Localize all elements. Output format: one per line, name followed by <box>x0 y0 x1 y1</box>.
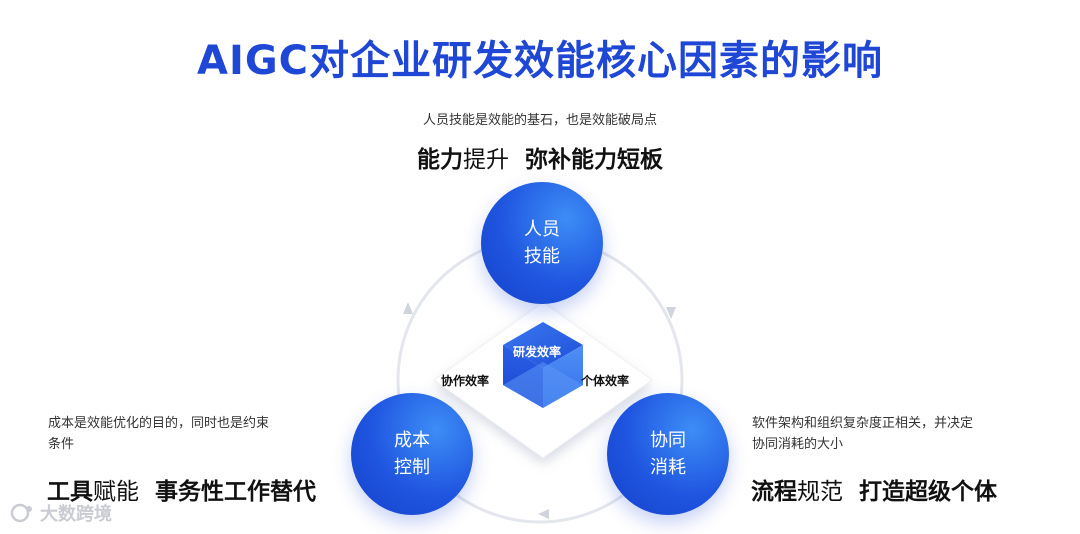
watermark-text: 大数跨境 <box>40 500 112 526</box>
center-left-label: 协作效率 <box>441 372 489 389</box>
circle-collab-cost: 协同 消耗 <box>607 393 729 515</box>
circle-people-skills-line2: 技能 <box>524 243 560 270</box>
circle-people-skills: 人员 技能 <box>481 182 603 304</box>
circle-cost-control-line1: 成本 <box>394 427 430 454</box>
circle-cost-control-line2: 控制 <box>394 454 430 481</box>
circle-collab-cost-line2: 消耗 <box>650 454 686 481</box>
watermark: 大数跨境 <box>10 500 112 526</box>
circle-cost-control: 成本 控制 <box>351 393 473 515</box>
cycle-arrow-bottom <box>538 509 549 519</box>
circle-people-skills-line1: 人员 <box>524 216 560 243</box>
circle-collab-cost-line1: 协同 <box>650 427 686 454</box>
cycle-arrow-left <box>403 302 413 314</box>
center-title: 研发效率 <box>513 343 561 360</box>
center-right-label: 个体效率 <box>581 372 629 389</box>
watermark-logo-icon <box>10 503 34 523</box>
